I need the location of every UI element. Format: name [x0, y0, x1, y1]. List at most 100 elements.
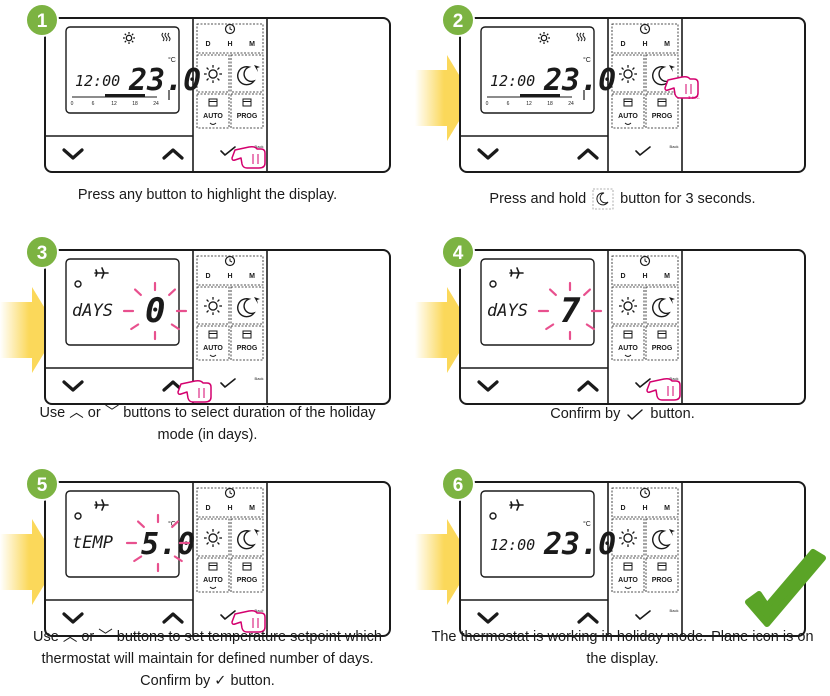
down-button[interactable] — [62, 380, 84, 392]
day-key-h[interactable]: H — [227, 41, 232, 48]
plane-icon — [509, 267, 524, 279]
day-key-d[interactable]: D — [205, 41, 210, 48]
step-number-badge: 5 — [25, 467, 59, 501]
auto-button[interactable] — [196, 557, 230, 593]
comfort-button[interactable] — [196, 286, 230, 325]
step-number-badge: 4 — [441, 235, 475, 269]
prog-button[interactable] — [645, 557, 679, 593]
moon-button[interactable] — [230, 518, 264, 557]
day-key-h[interactable]: H — [642, 41, 647, 48]
down-button[interactable] — [477, 612, 499, 624]
day-key-h[interactable]: H — [227, 505, 232, 512]
day-key-d[interactable]: D — [620, 273, 625, 280]
day-key-m[interactable]: M — [664, 273, 670, 280]
comfort-button[interactable] — [196, 518, 230, 557]
comfort-button[interactable] — [611, 286, 645, 325]
schedule-tick: 6 — [92, 101, 95, 107]
clock-icon — [639, 487, 651, 499]
day-key-h[interactable]: H — [227, 273, 232, 280]
back-label: Back — [255, 376, 264, 381]
day-key-h[interactable]: H — [642, 273, 647, 280]
moon-button[interactable] — [645, 518, 679, 557]
prog-button[interactable] — [645, 93, 679, 129]
moon-button[interactable] — [230, 54, 264, 93]
calendar-icon — [242, 98, 252, 107]
plane-icon — [94, 499, 109, 511]
prog-button[interactable] — [230, 557, 264, 593]
ok-button — [220, 610, 236, 620]
day-key-m[interactable]: M — [249, 41, 255, 48]
prog-label: PROG — [652, 577, 673, 584]
day-key-d[interactable]: D — [205, 505, 210, 512]
comfort-button[interactable] — [611, 54, 645, 93]
auto-button[interactable] — [196, 325, 230, 361]
down-button[interactable] — [477, 148, 499, 160]
down-button[interactable] — [62, 148, 84, 160]
prog-button[interactable] — [230, 93, 264, 129]
down-button[interactable] — [62, 612, 84, 624]
down-button[interactable] — [477, 380, 499, 392]
step-number: 3 — [37, 243, 48, 264]
up-button[interactable] — [162, 612, 184, 624]
auto-button[interactable] — [611, 93, 645, 129]
auto-label: AUTO — [618, 577, 638, 584]
blink-ray — [133, 288, 142, 297]
day-key-m[interactable]: M — [664, 41, 670, 48]
auto-button[interactable] — [196, 93, 230, 129]
day-key-d[interactable]: D — [205, 273, 210, 280]
moon-button[interactable] — [645, 54, 679, 93]
day-key-d[interactable]: D — [620, 41, 625, 48]
back-label: Back — [255, 144, 264, 149]
step-caption: Use ︿ or ﹀ buttons to set temperature se… — [0, 626, 415, 692]
lcd-unit: °C — [583, 56, 591, 64]
lcd-time: 12:00 — [75, 72, 120, 90]
pointing-hand-icon — [664, 76, 699, 99]
moon-button[interactable] — [230, 286, 264, 325]
up-button[interactable] — [577, 148, 599, 160]
success-checkmark — [745, 549, 826, 627]
progress-arrow — [415, 55, 473, 141]
comfort-button[interactable] — [196, 54, 230, 93]
comfort-sun-icon — [619, 65, 637, 83]
prog-button[interactable] — [645, 325, 679, 361]
day-key-m[interactable]: M — [249, 505, 255, 512]
up-button[interactable] — [577, 380, 599, 392]
auto-button[interactable] — [611, 325, 645, 361]
lcd-time: 12:00 — [490, 536, 535, 554]
step-number-badge: 3 — [25, 235, 59, 269]
up-button[interactable] — [577, 612, 599, 624]
blink-ray — [136, 520, 145, 529]
status-dot — [74, 280, 82, 288]
lcd-unit: °C — [168, 520, 176, 528]
comfort-sun-icon — [204, 529, 222, 547]
moon-button[interactable] — [645, 286, 679, 325]
ok-check-icon — [627, 409, 644, 421]
up-button[interactable] — [162, 148, 184, 160]
step-caption: The thermostat is working in holiday mod… — [415, 626, 830, 670]
day-key-d[interactable]: D — [620, 505, 625, 512]
auto-button[interactable] — [611, 557, 645, 593]
lcd-value: 0 — [145, 291, 165, 331]
day-key-m[interactable]: M — [664, 505, 670, 512]
calendar-icon — [657, 562, 667, 571]
heating-icon — [576, 32, 586, 42]
blink-ray — [171, 520, 180, 529]
lcd-value: 23.0 — [543, 527, 616, 562]
prog-button[interactable] — [230, 325, 264, 361]
comfort-button[interactable] — [611, 518, 645, 557]
sun-icon — [538, 32, 550, 44]
blink-ray — [545, 323, 555, 331]
day-key-m[interactable]: M — [249, 273, 255, 280]
ok-button — [635, 378, 651, 388]
blink-indicator — [537, 281, 603, 341]
day-key-h[interactable]: H — [642, 505, 647, 512]
prog-label: PROG — [237, 113, 258, 120]
press-duration-badge: 3 sec. — [688, 95, 700, 100]
